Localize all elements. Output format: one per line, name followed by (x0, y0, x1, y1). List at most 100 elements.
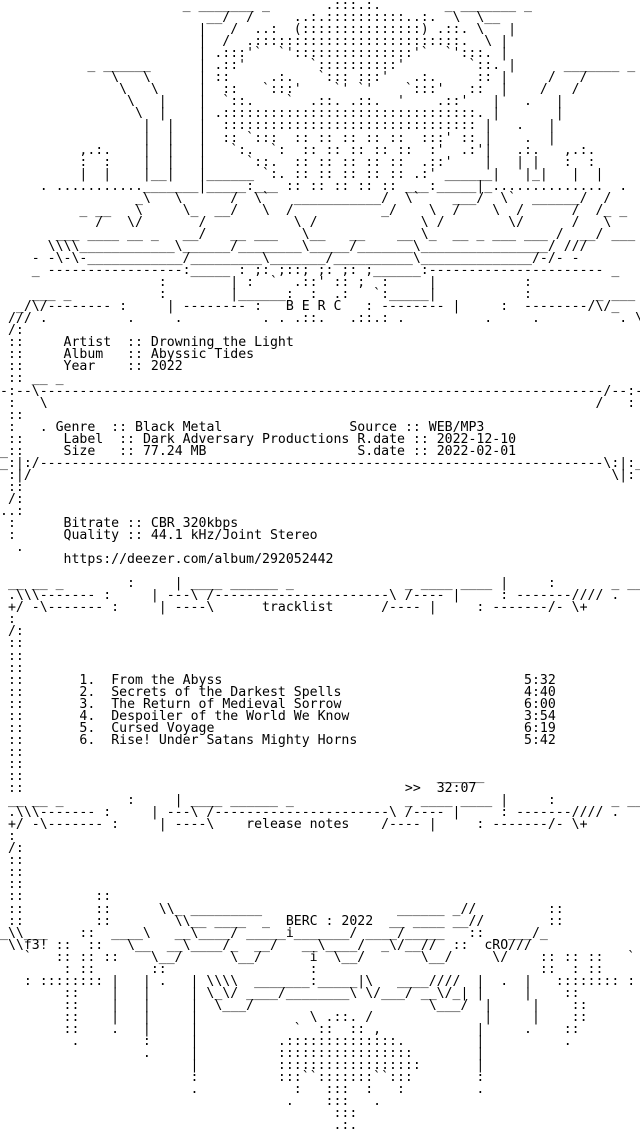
track-number: 5. (79, 720, 96, 736)
ascii-frame: :: (0, 335, 64, 351)
ascii-bottom-art: :: | | | \ .::. / | | :: (0, 1009, 588, 1025)
ascii-frame: :: (0, 708, 80, 724)
ascii-frame: : -------- | : --------/\/_ (341, 299, 620, 315)
track-number: 1. (79, 672, 96, 688)
ascii-frame: :: (0, 407, 24, 423)
ascii-frame: _/\/-------- : | -------- : (0, 299, 286, 315)
ascii-frame: /// . . . . . .::. .::.: . . . . \\\ (0, 311, 640, 327)
ascii-frame: _\\___ :: ____\ __\____/ _____i_______/ … (0, 925, 548, 941)
ascii-frame: : (0, 829, 16, 845)
ascii-logo-art: ___ ____ __ _ __/ __ ___ \__ __ __ \_ __… (0, 226, 640, 242)
track-title: Cursed Voyage (111, 720, 525, 736)
separator: :: (404, 431, 437, 447)
quality-value: 44.1 kHz/Joint Stereo (150, 528, 318, 544)
ascii-logo-art: \ | | `::. ` .::. .::. ' .::' | . | (0, 94, 564, 110)
ascii-logo-art: \ | | .::::::::::::::::::::::::::::::::.… (0, 106, 564, 122)
track-title: From the Abyss (111, 672, 525, 688)
tracklist-title: tracklist (262, 600, 334, 616)
size-value: 77.24 MB (142, 443, 358, 459)
size-label: Size (63, 443, 112, 459)
rdate-label: R.date (357, 431, 405, 447)
separator: :: (103, 419, 135, 435)
separator: :: (119, 347, 151, 363)
album-url: https://deezer.com/album/292052442 (63, 552, 334, 568)
ascii-logo-art: | / .::::::::::::::::::::::::::. \ | (0, 34, 509, 50)
ascii-frame: : (0, 612, 16, 628)
ascii-frame (0, 552, 64, 567)
source-label: Source (349, 419, 397, 435)
ascii-logo-art: : | : ` .::' :: ; : | : (0, 275, 532, 291)
separator: : (317, 913, 342, 929)
ascii-bottom-art: . : | .::::::::::::::. | . (0, 1034, 572, 1050)
track-title: The Return of Medieval Sorrow (111, 696, 525, 712)
ascii-divider: :|/ \|: (0, 467, 636, 483)
sdate-label: S.date (357, 443, 405, 459)
ascii-frame: :: (0, 853, 24, 869)
ascii-frame: :: (0, 696, 80, 712)
ascii-bottom-art: : :::::::: | | . | \\\\ _______:_____|\ … (0, 973, 636, 989)
ascii-frame: __ ____ __// :: (373, 913, 564, 929)
ascii-logo-art: _ ______ | .::' `::::::::::' `::. | ____… (0, 58, 636, 74)
footer-year: 2022 (341, 913, 374, 929)
ascii-bottom-art: :: | | | \___/ \___/ | | :: (0, 997, 588, 1013)
ascii-frame: _:: (0, 443, 64, 459)
ascii-logo-art: | / ..: (:::::::::::::::) .::. \ | (0, 22, 517, 38)
ascii-logo-art: | | | :: `::: :: :: :: :: :: :::' :: | .… (0, 130, 556, 146)
footer-group: BERC (285, 913, 318, 929)
ascii-frame: ..: (0, 503, 24, 519)
quality-label: Quality (63, 528, 120, 544)
ascii-bottom-art: : :: :: : :: : :: (0, 961, 604, 977)
ascii-frame: . (0, 540, 24, 556)
track-title: Rise! Under Satans Mighty Horns (111, 732, 525, 748)
year-label: Year (63, 359, 120, 375)
ascii-frame: __ __ _ : | ____ ______ _ _ ____ ____ | … (0, 576, 640, 592)
ascii-frame: :: (0, 720, 80, 736)
separator: :: (111, 431, 143, 447)
ascii-divider: -:--\-----------------------------------… (0, 383, 640, 399)
ascii-frame: :: :: (0, 889, 350, 905)
track-time: 6:19 (524, 720, 556, 736)
ascii-divider: _:|:/-----------------------------------… (0, 455, 640, 471)
ascii-frame: /---- | : -------/- \+ (349, 817, 588, 833)
ascii-logo-art: \\\\____________\______/________\_____/_… (0, 238, 588, 254)
ascii-frame: :: :: \\_ _________ ______ _// :: (0, 901, 564, 917)
logo-text: B E R C (285, 299, 342, 315)
total-marker: >> (404, 781, 421, 797)
total-time: 32:07 (436, 781, 477, 797)
track-number: 6. (79, 732, 96, 748)
ascii-bottom-art: :: . | | ` :: :: , | . :: (0, 1021, 580, 1037)
track-time: 5:32 (524, 672, 556, 688)
ascii-frame: :: (0, 347, 64, 363)
ascii-logo-art: _ -----------------:_____ : ;: ;::; ;: ;… (0, 263, 620, 279)
ascii-frame: /: (0, 841, 24, 857)
ascii-logo-art: | .:::'` `':::::::::::::::'` `':::. | (0, 46, 509, 62)
ascii-frame: : (0, 528, 64, 544)
separator: :: (119, 516, 151, 532)
year-value: 2022 (150, 359, 183, 375)
ascii-frame: :: (0, 865, 24, 881)
ascii-frame: :: (0, 756, 24, 772)
ascii-frame: :: (0, 744, 24, 760)
track-title: Despoiler of the World We Know (111, 708, 525, 724)
bitrate-label: Bitrate (63, 516, 120, 532)
track-time: 3:54 (524, 708, 556, 724)
label-label: Label (63, 431, 112, 447)
ascii-frame: .\\\------- : | ---\ /------------------… (0, 805, 620, 821)
ascii-frame: :: (0, 431, 64, 447)
ascii-bottom-art: ` :: :: :: \__/ \__/ i \__/ \__/ \/ :: :… (0, 949, 636, 965)
ascii-logo-art: - -\-\-____________/_________\_______/__… (0, 250, 580, 266)
ascii-logo-art: _ __ \ \_ __/ \ / _/ \ / \ / / /_ _ (0, 202, 628, 218)
track-time: 4:40 (524, 684, 556, 700)
ascii-frame: /: (0, 323, 24, 339)
ascii-frame: :: (0, 636, 24, 652)
ascii-logo-art: . ..........._______|_____:___ :: :: :: … (0, 178, 628, 194)
ascii-logo-art: | | | :::::::::::::::::::::::::::::::: |… (0, 118, 556, 134)
footer-left-tag: f3! (23, 937, 48, 953)
ascii-frame: :: (0, 684, 80, 700)
ascii-frame: :: :: \\__ ____ _ (0, 913, 286, 929)
ascii-logo-art: | | |__| |______ `:. :: :: :: :: :: .:' … (0, 166, 604, 182)
ascii-frame: : . (0, 419, 56, 435)
ascii-frame: :: (0, 877, 24, 893)
artist-label: Artist (63, 335, 120, 351)
ascii-frame: /// (508, 937, 532, 953)
